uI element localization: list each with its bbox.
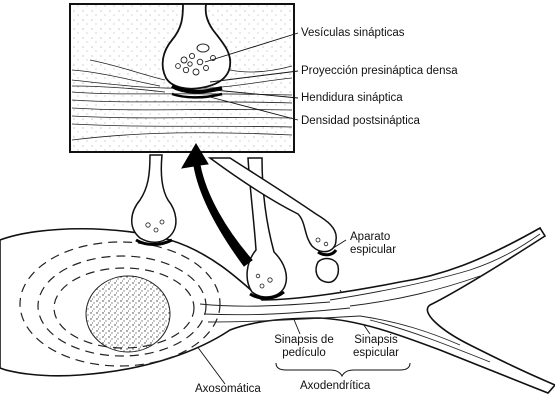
label-sinapsis: Sinapsis — [344, 334, 408, 347]
label-vesiculas-sinapticas: Vesículas sinápticas — [301, 27, 405, 40]
label-axosomatica: Axosomática — [195, 383, 261, 396]
label-sinapsis-de: Sinapsis de — [268, 334, 340, 347]
label-espicular-synapse: espicular — [344, 347, 408, 360]
nucleus — [86, 276, 170, 352]
label-espicular-apparatus: espicular — [350, 244, 396, 257]
label-densidad-postsinaptica: Densidad postsináptica — [301, 115, 420, 128]
label-pediculo: pedículo — [268, 347, 340, 360]
label-aparato: Aparato — [350, 231, 390, 244]
label-axodendritica: Axodendrítica — [300, 380, 370, 393]
label-proyeccion-presinaptica: Proyección presináptica densa — [301, 65, 458, 78]
label-hendidura-sinaptica: Hendidura sináptica — [301, 92, 403, 105]
